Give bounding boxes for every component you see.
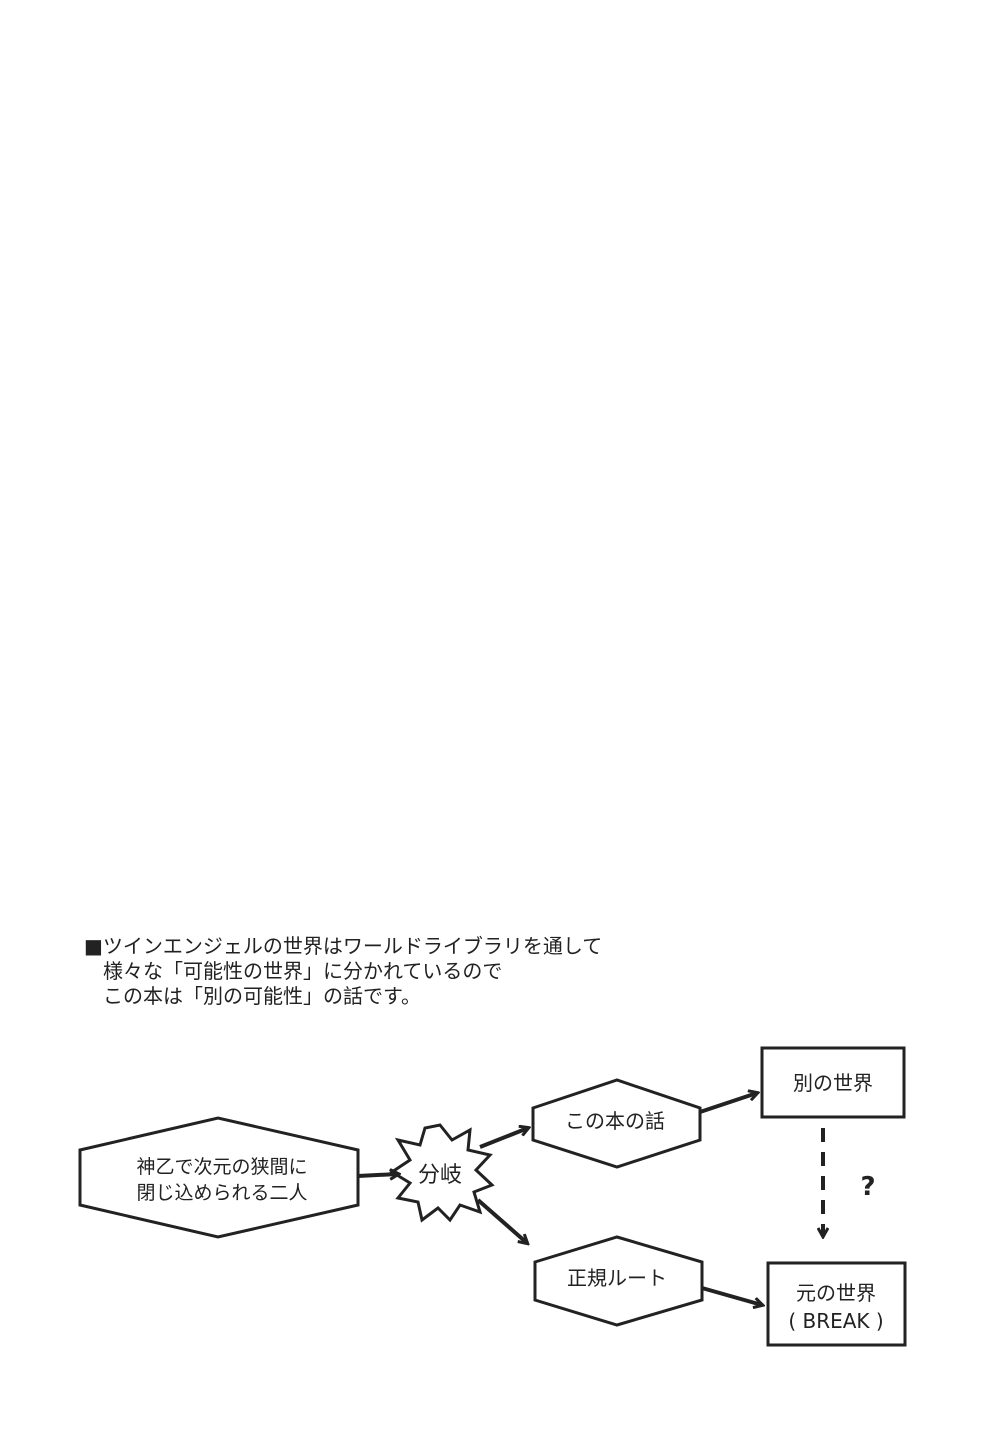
break-label: ( BREAK ) — [788, 1309, 883, 1333]
original-world-label: 元の世界 — [796, 1281, 876, 1305]
arrow-this-story-to-other-world — [699, 1093, 757, 1114]
arrow-branch-to-canon — [476, 1198, 527, 1243]
bullet-square-icon: ■ — [84, 934, 103, 958]
arrow-start-to-branch — [357, 1174, 398, 1176]
start-label-1: 神乙で次元の狭間に — [136, 1156, 307, 1178]
arrow-branch-to-this-story — [479, 1128, 528, 1149]
intro-line-3: この本は「別の可能性」の話です。 — [103, 984, 421, 1008]
question-mark: ? — [860, 1172, 875, 1202]
canon-route-label: 正規ルート — [567, 1266, 667, 1290]
branch-burst — [389, 1123, 495, 1223]
intro-line-1: ツインエンジェルの世界はワールドライブラリを通して — [102, 934, 603, 958]
arrow-canon-to-original-world — [701, 1286, 762, 1305]
intro-line-2: 様々な「可能性の世界」に分かれているので — [103, 959, 503, 983]
other-world-label: 別の世界 — [793, 1071, 873, 1095]
canon-route-node — [533, 1235, 704, 1327]
original-world-node — [766, 1261, 907, 1347]
start-node — [78, 1116, 360, 1239]
this-story-label: この本の話 — [565, 1109, 665, 1133]
other-world-node — [760, 1046, 906, 1119]
branch-label: 分岐 — [418, 1163, 462, 1188]
start-label-2: 閉じ込められる二人 — [136, 1182, 307, 1204]
this-story-node — [531, 1078, 702, 1169]
intro-text: ■ツインエンジェルの世界はワールドライブラリを通して 様々な「可能性の世界」に分… — [84, 934, 602, 1009]
